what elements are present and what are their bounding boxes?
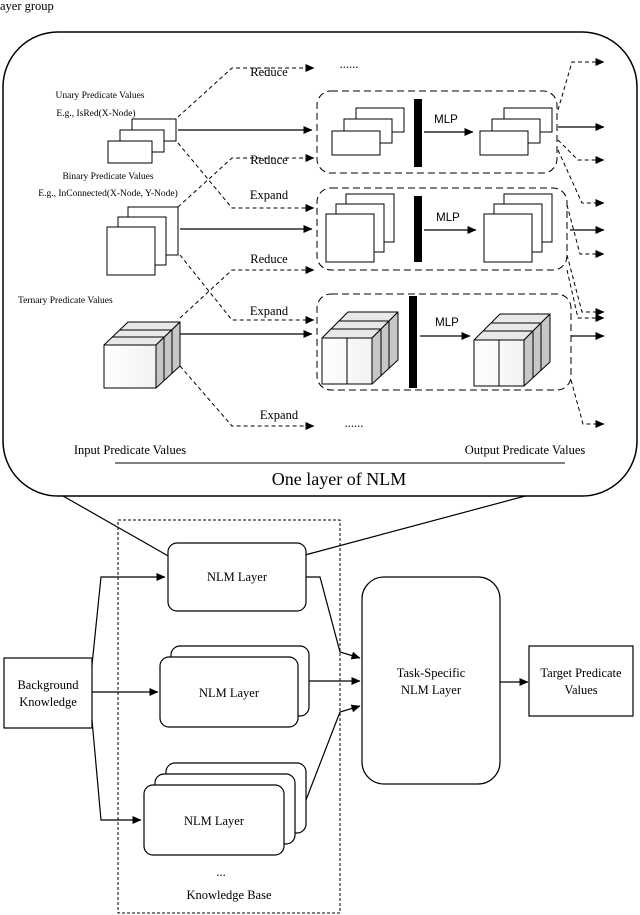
ternary-mlp-label: MLP	[435, 317, 459, 329]
nlm-layer-label-1: NLM Layer	[207, 570, 268, 584]
output-reduce-expand-arrows	[557, 58, 605, 428]
ellipsis-top: ......	[340, 57, 359, 71]
reduce-label-1: Reduce	[250, 65, 288, 79]
ternary-output-cube	[473, 313, 551, 387]
binary-concat-stack	[325, 193, 395, 263]
unary-mlp-container	[316, 90, 558, 174]
unary-mlp-bar	[414, 99, 422, 167]
expand-label-2: Expand	[250, 304, 289, 318]
nlm-layer-stack-3	[143, 762, 307, 856]
binary-mlp-bar	[414, 196, 422, 262]
task-specific-line2: NLM Layer	[401, 683, 462, 697]
unary-mlp-label: MLP	[434, 114, 458, 126]
reduce-expand-arrows	[177, 64, 315, 430]
input-arrows	[178, 126, 313, 338]
expand-label-1: Expand	[250, 188, 289, 202]
target-predicate-line2: Values	[564, 683, 597, 697]
top-caption-fragment: ayer group	[0, 0, 54, 13]
reduce-label-2: Reduce	[250, 153, 288, 167]
nlm-layer-stack-2	[159, 645, 310, 728]
binary-mlp-container	[316, 187, 568, 271]
layer-to-task-arrows	[305, 576, 361, 801]
background-knowledge-line2: Knowledge	[19, 695, 77, 709]
unary-input-stack	[107, 118, 177, 164]
unary-title: Unary Predicate Values	[56, 91, 145, 101]
nlm-layer-label-2: NLM Layer	[199, 686, 260, 700]
layers-ellipsis: ...	[216, 865, 225, 879]
nlm-layer-label-3: NLM Layer	[184, 814, 245, 828]
binary-mlp-label: MLP	[436, 212, 460, 224]
background-knowledge-line1: Background	[17, 678, 79, 692]
one-layer-caption: One layer of NLM	[272, 469, 406, 489]
background-arrows	[91, 573, 166, 824]
target-predicate-line1: Target Predicate	[540, 666, 622, 680]
ternary-mlp-container	[316, 293, 572, 391]
expand-label-3: Expand	[260, 408, 299, 422]
output-arrows	[558, 123, 605, 340]
pipeline: Background Knowledge NLM Layer NLM Layer…	[3, 519, 634, 914]
unary-example: E.g., IsRed(X-Node)	[56, 108, 135, 119]
nlm-layer-detail: Unary Predicate Values E.g., IsRed(X-Nod…	[2, 31, 638, 558]
ternary-input-cube	[103, 321, 181, 389]
target-predicate-box	[528, 645, 634, 717]
input-predicate-label: Input Predicate Values	[74, 443, 186, 457]
task-specific-line1: Task-Specific	[397, 666, 466, 680]
binary-title: Binary Predicate Values	[62, 172, 153, 182]
ternary-concat-cube	[321, 311, 399, 385]
knowledge-base-region	[117, 519, 341, 914]
binary-output-stack	[483, 193, 553, 263]
binary-input-stack	[106, 206, 179, 276]
ternary-title: Ternary Predicate Values	[18, 296, 113, 306]
binary-example: E.g., InConnected(X-Node, Y-Node)	[38, 188, 177, 199]
unary-output-stack	[479, 107, 553, 156]
ellipsis-bottom: ......	[345, 416, 364, 430]
output-predicate-label: Output Predicate Values	[465, 443, 586, 457]
unary-concat-stack	[331, 107, 405, 156]
reduce-label-3: Reduce	[250, 252, 288, 266]
knowledge-base-label: Knowledge Base	[186, 888, 271, 902]
task-specific-nlm-layer-box	[361, 576, 501, 785]
ternary-mlp-bar	[409, 296, 417, 388]
background-knowledge-box	[3, 657, 93, 729]
